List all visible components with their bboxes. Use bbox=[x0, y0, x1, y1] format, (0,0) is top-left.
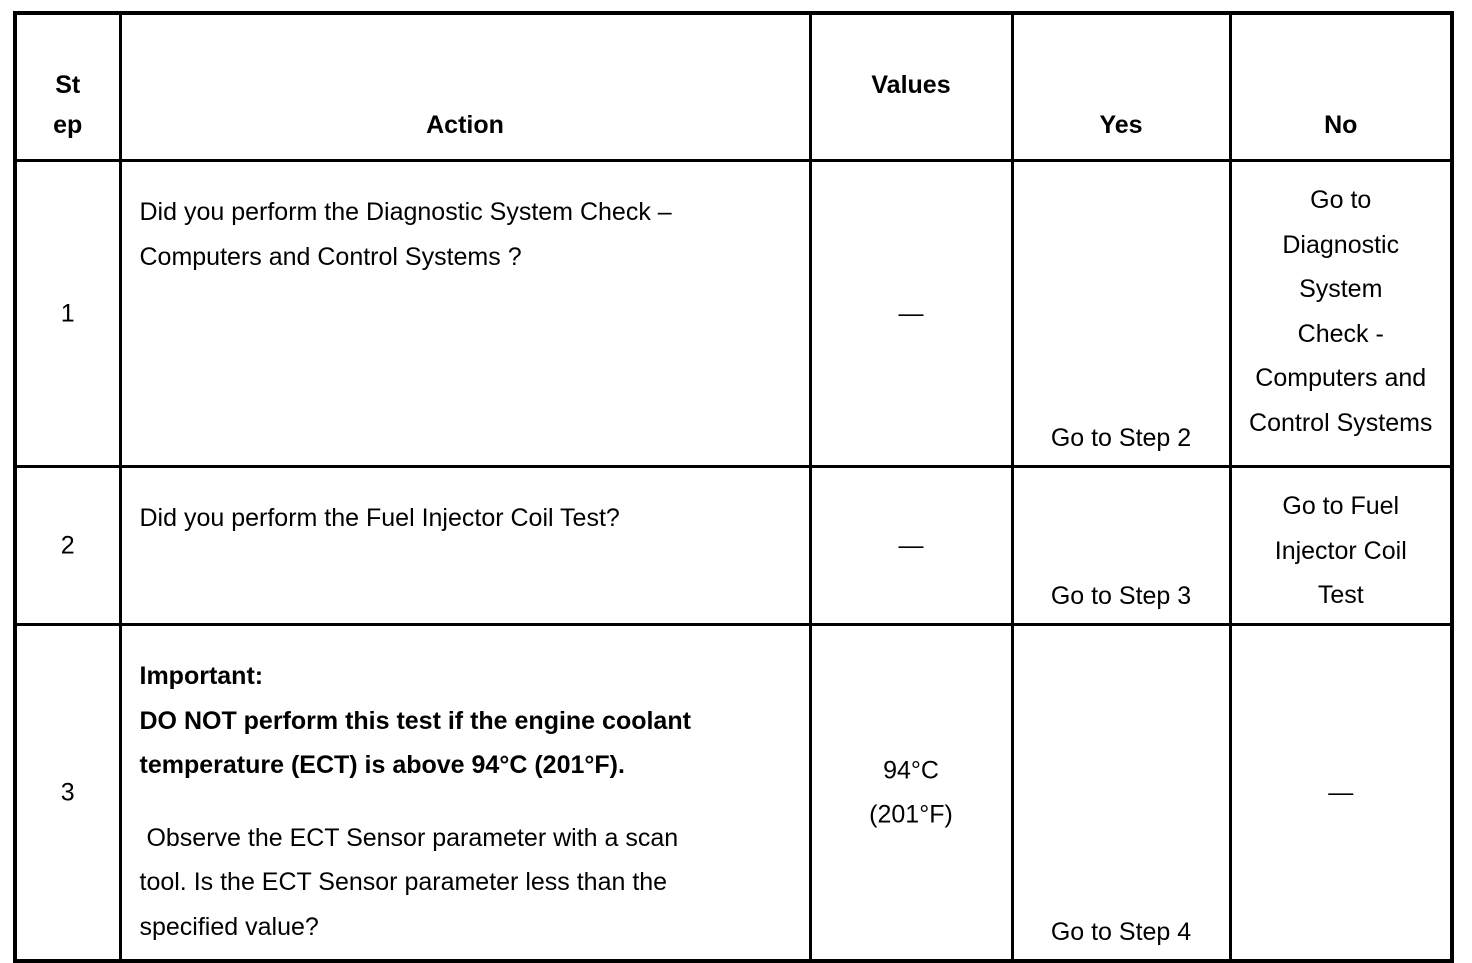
cell-step-number: 1 bbox=[13, 159, 122, 468]
values-text: 94°C (201°F) bbox=[812, 748, 1011, 837]
action-text: Important: DO NOT perform this test if t… bbox=[122, 626, 809, 959]
action-line: Computers and Control Systems ? bbox=[139, 242, 522, 271]
header-values-label: Values bbox=[871, 71, 951, 99]
no-action-line: Control Systems bbox=[1249, 408, 1433, 437]
yes-action-text: Go to Step 2 bbox=[1050, 424, 1192, 452]
cell-yes: Go to Step 2 bbox=[1010, 159, 1232, 468]
action-text: Did you perform the Diagnostic System Ch… bbox=[122, 162, 809, 289]
important-line: temperature (ECT) is above 94°C (201°F). bbox=[139, 751, 625, 779]
action-line: Did you perform the Fuel Injector Coil T… bbox=[139, 504, 620, 532]
table-row: 3 Important: DO NOT perform this test if… bbox=[13, 623, 1454, 963]
header-action-label: Action bbox=[426, 111, 504, 139]
cell-step-number: 2 bbox=[13, 465, 122, 626]
cell-values: — bbox=[808, 159, 1014, 468]
header-cell-values: Values bbox=[808, 11, 1014, 162]
no-action-line: Test bbox=[1317, 581, 1364, 609]
no-action-text: Go to Fuel Injector Coil Test bbox=[1232, 484, 1451, 618]
no-action-line: Injector Coil bbox=[1274, 536, 1407, 565]
no-action-dash: — bbox=[1328, 778, 1354, 806]
cell-values: 94°C (201°F) bbox=[808, 623, 1014, 963]
step-number: 1 bbox=[60, 299, 75, 327]
cell-no: — bbox=[1228, 623, 1454, 963]
cell-values: — bbox=[808, 465, 1014, 626]
table-row: 1 Did you perform the Diagnostic System … bbox=[13, 159, 1454, 468]
cell-step-number: 3 bbox=[13, 623, 122, 963]
header-step-label: St ep bbox=[17, 65, 119, 145]
no-action-line: Go to bbox=[1310, 186, 1372, 214]
important-label: Important: bbox=[139, 662, 264, 690]
values-dash: — bbox=[898, 531, 924, 559]
cell-action: Important: DO NOT perform this test if t… bbox=[118, 623, 812, 963]
header-step-line1: St bbox=[55, 71, 81, 99]
yes-action-text: Go to Step 3 bbox=[1050, 582, 1192, 610]
table-header-row: St ep Action Values Yes No bbox=[13, 11, 1454, 162]
action-line: Did you perform the Diagnostic System Ch… bbox=[139, 198, 672, 226]
header-yes-label: Yes bbox=[1099, 111, 1143, 139]
values-line-celsius: 94°C bbox=[883, 756, 939, 784]
no-action-line: Go to Fuel bbox=[1282, 492, 1400, 520]
values-line-fahrenheit: (201°F) bbox=[869, 800, 953, 829]
no-action-line: Computers and bbox=[1255, 364, 1427, 392]
header-cell-yes: Yes bbox=[1010, 11, 1232, 162]
cell-yes: Go to Step 3 bbox=[1010, 465, 1232, 626]
cell-no: Go to Diagnostic System Check - Computer… bbox=[1228, 159, 1454, 468]
cell-action: Did you perform the Diagnostic System Ch… bbox=[118, 159, 812, 468]
action-line: tool. Is the ECT Sensor parameter less t… bbox=[139, 868, 668, 896]
step-number: 2 bbox=[60, 531, 75, 559]
header-cell-no: No bbox=[1228, 11, 1454, 162]
important-line: DO NOT perform this test if the engine c… bbox=[139, 706, 691, 735]
diagnostic-table: St ep Action Values Yes No 1 bbox=[13, 11, 1454, 963]
action-text: Did you perform the Fuel Injector Coil T… bbox=[122, 468, 809, 551]
no-action-text: Go to Diagnostic System Check - Computer… bbox=[1232, 178, 1451, 445]
header-step-line2: ep bbox=[53, 111, 83, 139]
step-number: 3 bbox=[60, 778, 75, 806]
table-row: 2 Did you perform the Fuel Injector Coil… bbox=[13, 465, 1454, 626]
header-cell-action: Action bbox=[118, 11, 812, 162]
important-notice: Important: DO NOT perform this test if t… bbox=[140, 654, 795, 788]
no-action-line: Diagnostic bbox=[1282, 230, 1400, 259]
values-dash: — bbox=[898, 299, 924, 327]
paragraph-spacer bbox=[140, 788, 795, 816]
no-action-line: System bbox=[1299, 275, 1383, 303]
cell-yes: Go to Step 4 bbox=[1010, 623, 1232, 963]
action-line: Observe the ECT Sensor parameter with a … bbox=[139, 823, 679, 852]
no-action-line: Check - bbox=[1297, 319, 1384, 348]
cell-action: Did you perform the Fuel Injector Coil T… bbox=[118, 465, 812, 626]
action-line: specified value? bbox=[139, 912, 319, 941]
cell-no: Go to Fuel Injector Coil Test bbox=[1228, 465, 1454, 626]
header-no-label: No bbox=[1324, 111, 1358, 139]
yes-action-text: Go to Step 4 bbox=[1050, 918, 1192, 946]
header-cell-step: St ep bbox=[13, 11, 122, 162]
